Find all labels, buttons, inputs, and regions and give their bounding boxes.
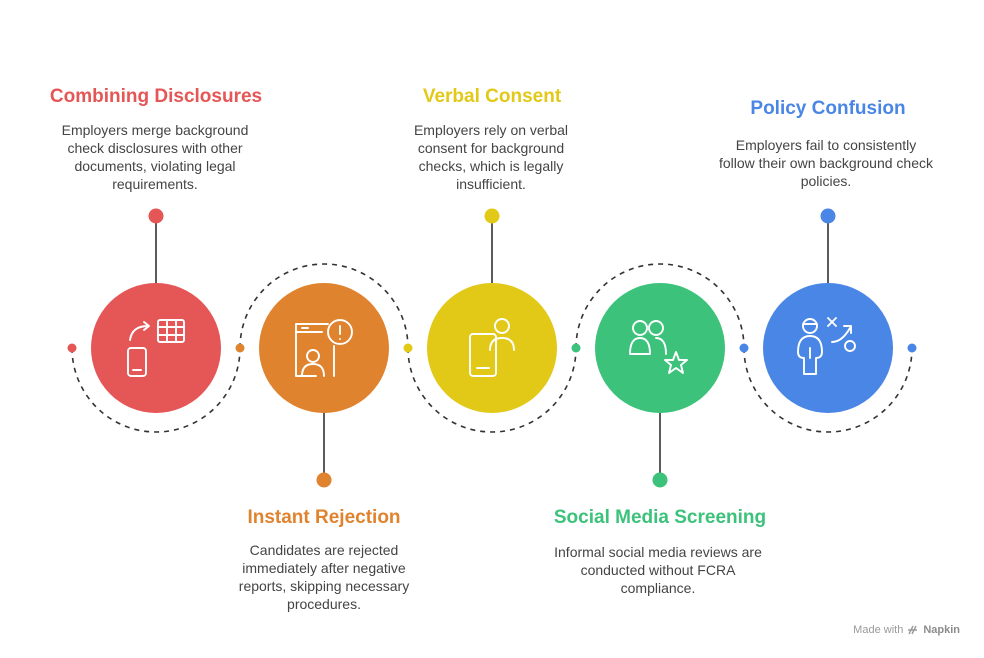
users-star-icon <box>629 320 688 374</box>
stem-dot-combining-disclosures <box>148 208 164 224</box>
step-description-social-media-screening: Informal social media reviews are conduc… <box>554 544 762 596</box>
step-description-policy-confusion: Employers fail to consistently follow th… <box>718 137 933 189</box>
connector-arc-combining-disclosures <box>71 347 241 433</box>
step-circle-social-media-screening <box>595 283 725 413</box>
watermark-prefix: Made with <box>853 624 904 636</box>
stem-dot-instant-rejection <box>316 472 332 488</box>
documents-transfer-icon <box>127 319 185 377</box>
junction-dot-end <box>907 343 917 353</box>
watermark: Made with Napkin <box>853 624 960 636</box>
stem-dot-policy-confusion <box>820 208 836 224</box>
phone-person-icon <box>469 318 515 377</box>
connector-arc-verbal-consent <box>407 347 577 433</box>
connector-arc-instant-rejection <box>239 263 409 349</box>
person-strategy-icon <box>797 317 856 375</box>
junction-dot-instant-rejection <box>235 343 245 353</box>
step-description-instant-rejection: Candidates are rejected immediately afte… <box>238 542 410 612</box>
step-title-instant-rejection: Instant Rejection <box>247 507 401 528</box>
step-title-combining-disclosures: Combining Disclosures <box>49 86 263 107</box>
stem-dot-social-media-screening <box>652 472 668 488</box>
step-description-verbal-consent: Employers rely on verbal consent for bac… <box>413 122 569 192</box>
connector-arc-social-media-screening <box>575 263 745 349</box>
step-title-verbal-consent: Verbal Consent <box>422 86 562 107</box>
step-circle-verbal-consent <box>427 283 557 413</box>
alert-report-icon <box>295 319 353 377</box>
step-circle-policy-confusion <box>763 283 893 413</box>
step-circle-combining-disclosures <box>91 283 221 413</box>
junction-dot-social-media-screening <box>571 343 581 353</box>
watermark-brand: Napkin <box>923 624 960 636</box>
connector-arc-policy-confusion <box>743 347 913 433</box>
step-circle-instant-rejection <box>259 283 389 413</box>
step-description-combining-disclosures: Employers merge background check disclos… <box>61 122 249 192</box>
junction-dot-combining-disclosures <box>67 343 77 353</box>
junction-dot-verbal-consent <box>403 343 413 353</box>
stem-dot-verbal-consent <box>484 208 500 224</box>
step-title-social-media-screening: Social Media Screening <box>553 507 767 528</box>
junction-dot-policy-confusion <box>739 343 749 353</box>
step-title-policy-confusion: Policy Confusion <box>750 98 906 119</box>
napkin-logo-icon <box>908 625 918 635</box>
